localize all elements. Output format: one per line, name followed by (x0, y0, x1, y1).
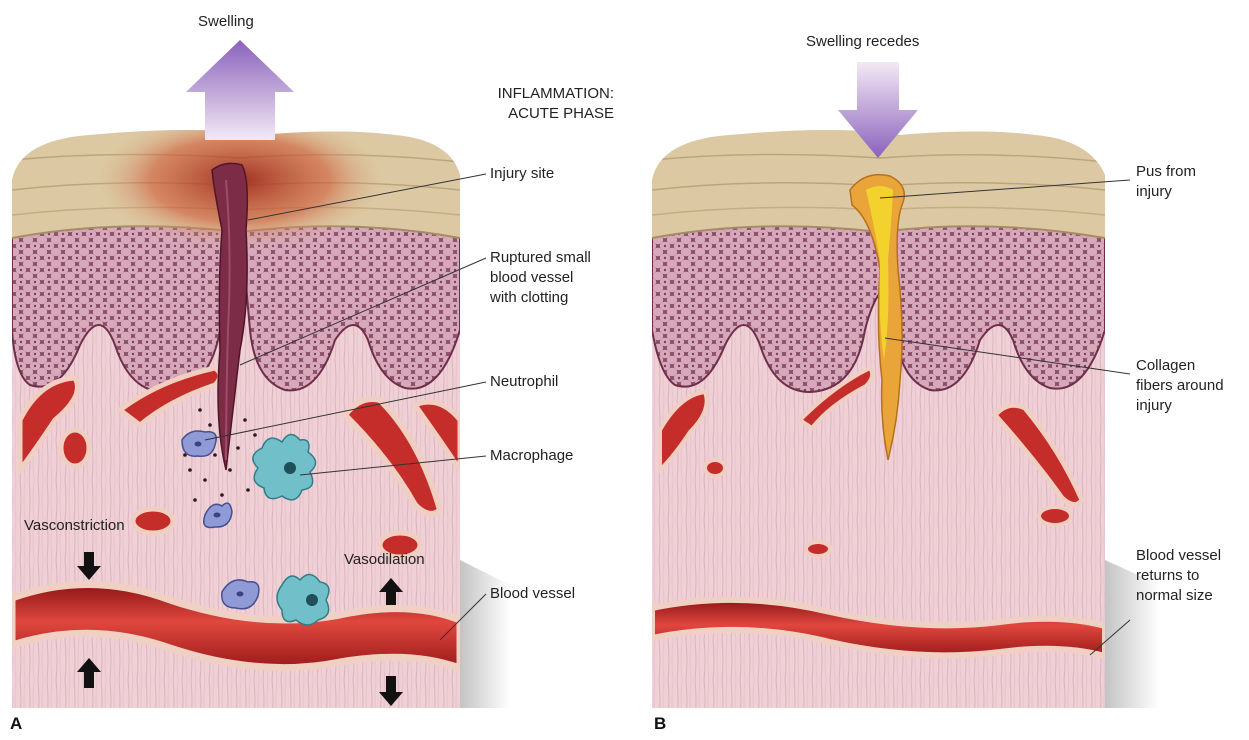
panel-b-letter: B (654, 714, 666, 734)
injury-site-label: Injury site (490, 164, 554, 184)
vessel-normal-label: Blood vessel returns to normal size (1136, 546, 1221, 606)
neutrophil-label: Neutrophil (490, 372, 558, 392)
pus-label: Pus from injury (1136, 162, 1196, 202)
macrophage-label: Macrophage (490, 446, 573, 466)
panel-a-tissue (12, 40, 510, 710)
blood-vessel-label: Blood vessel (490, 584, 575, 604)
swelling-label: Swelling (198, 12, 254, 32)
ruptured-vessel-label: Ruptured small blood vessel with clottin… (490, 248, 591, 308)
panel-a-title: INFLAMMATION: ACUTE PHASE (470, 84, 614, 124)
vasodilation-label: Vasodilation (344, 550, 425, 570)
swelling-recedes-label: Swelling recedes (806, 32, 919, 52)
panel-b-tissue (652, 62, 1160, 710)
vasoconstriction-label: Vasconstriction (24, 516, 125, 536)
swelling-arrow-icon (186, 40, 294, 140)
collagen-label: Collagen fibers around injury (1136, 356, 1224, 416)
panel-a-letter: A (10, 714, 22, 734)
